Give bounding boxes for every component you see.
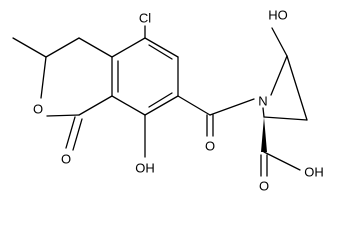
lactone-ring-bond bbox=[40, 56, 47, 99]
acid-hydroxyl-bond bbox=[263, 151, 301, 171]
pyrrolidine-bond bbox=[286, 55, 308, 121]
lactone-ring-bond bbox=[78, 95, 113, 116]
pyrrolidine-bond bbox=[270, 55, 288, 96]
acid-hydroxyl-label: OH bbox=[304, 165, 324, 180]
atom-labels: Cl O O OH O N HO OH O bbox=[33, 8, 324, 194]
aromatic-inner-bond bbox=[148, 92, 173, 108]
lactone-carbonyl-oxygen-label: O bbox=[61, 152, 71, 167]
chlorine-label: Cl bbox=[139, 11, 151, 26]
ring-bond bbox=[111, 95, 146, 116]
lactone-carbonyl-bond bbox=[65, 116, 76, 149]
amide-n-bond bbox=[209, 98, 255, 116]
amide-carbonyl-oxygen-label: O bbox=[205, 139, 215, 154]
lactone-ring-bond bbox=[46, 114, 80, 117]
pyrrolidine-bond bbox=[263, 116, 308, 121]
pyrrolidine-bond bbox=[271, 27, 288, 57]
amide-bond bbox=[177, 95, 211, 116]
methyl-bond bbox=[12, 37, 47, 58]
ring-bond bbox=[144, 95, 179, 116]
lactone-ring-bond bbox=[45, 37, 80, 58]
acid-carbonyl-oxygen-label: O bbox=[259, 179, 269, 194]
phenol-hydroxyl-label: OH bbox=[135, 161, 155, 176]
ring-hydroxyl-label: HO bbox=[268, 8, 288, 23]
stereo-wedge-bond bbox=[261, 117, 267, 152]
lactone-ring-bond bbox=[78, 37, 113, 58]
aromatic-inner-bond bbox=[148, 44, 173, 60]
lactone-carbonyl-bond bbox=[72, 118, 83, 151]
nitrogen-label: N bbox=[258, 94, 267, 109]
ring-bond bbox=[144, 37, 179, 58]
ring-oxygen-label: O bbox=[33, 102, 43, 117]
bond-lines bbox=[12, 25, 308, 177]
ring-bond bbox=[111, 37, 146, 58]
structure-canvas: Cl O O OH O N HO OH O bbox=[12, 8, 324, 194]
molecule-drawing: Cl O O OH O N HO OH O bbox=[12, 8, 324, 194]
pyrrolidine-bond bbox=[262, 107, 265, 118]
